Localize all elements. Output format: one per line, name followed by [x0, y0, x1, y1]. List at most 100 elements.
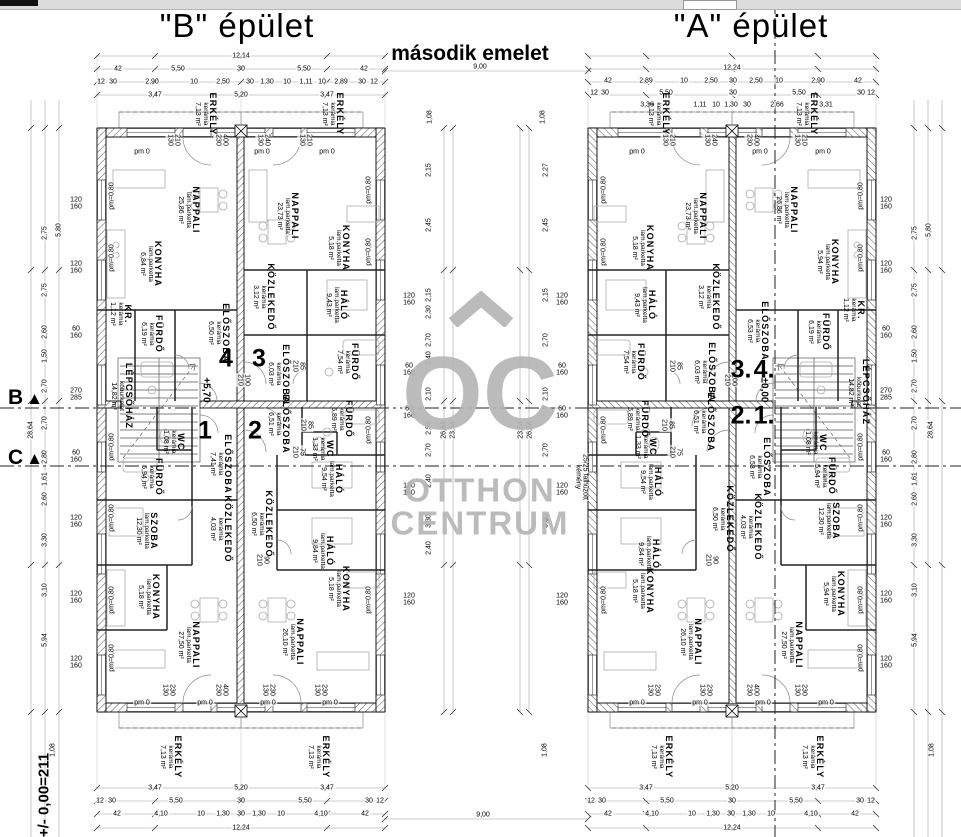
apartment-number-2: 2.	[730, 401, 752, 430]
dimension-label: pm 0	[259, 699, 277, 707]
dimension-label: 30	[855, 797, 865, 805]
dimension-label: 12	[866, 797, 876, 805]
dimension-label: 3,36	[639, 101, 655, 109]
dimension-label: 2,70	[542, 332, 550, 348]
dimension-label: pm=0,80	[108, 243, 116, 273]
dimension-label: 4,10	[153, 810, 169, 818]
dimension-label: 23,54	[449, 420, 457, 440]
dimension-label: 60 160	[555, 362, 569, 378]
dimension-label: 28,64	[927, 420, 935, 440]
dimension-label: pm=0,80	[857, 503, 865, 533]
dimension-label: 2,30	[425, 304, 433, 320]
dimension-label: 12,14	[231, 52, 251, 60]
top-toolbar-box	[683, 0, 737, 10]
dimension-label: 2,70	[542, 442, 550, 458]
dimension-label: 10	[687, 810, 697, 818]
dimension-label: pm 0	[196, 699, 214, 707]
dimension-label: 12	[96, 78, 106, 86]
apartment-number-4: 4	[219, 344, 233, 373]
dimension-label: pm=0,80	[108, 432, 116, 462]
dimension-label: 2,10	[542, 386, 550, 402]
dimension-label: 1,08	[928, 742, 936, 758]
dimension-label: 400 230	[744, 683, 760, 697]
dimension-label: 5,50	[788, 797, 804, 805]
dimension-label: 120 160	[402, 482, 416, 498]
dimension-label: 2,59	[425, 420, 433, 436]
building-a-title: "A" épület	[673, 7, 829, 44]
dimension-label: 42	[112, 810, 122, 818]
dimension-label: pm=0,80	[365, 237, 373, 267]
dimension-label: 120 160	[402, 292, 416, 308]
dimension-label: pm=0,80	[600, 175, 608, 205]
dimension-label: 1,08	[541, 742, 549, 758]
dimension-label: 4,10	[803, 810, 819, 818]
dimension-label: 5,80	[55, 222, 63, 238]
dimension-label: 42	[850, 810, 860, 818]
dimension-label: 2,80	[911, 449, 919, 465]
dimension-label: 5,80	[925, 222, 933, 238]
dimension-label: 3,30	[542, 513, 550, 529]
dimension-label: 3,31	[818, 101, 834, 109]
dimension-label: 2,60	[41, 491, 49, 507]
dimension-label: pm=0,80	[365, 585, 373, 615]
dimension-label: 30	[236, 797, 246, 805]
top-left-black-box	[0, 0, 38, 6]
dimension-label: 85 210	[659, 418, 675, 432]
dimension-label: 26,84	[526, 420, 534, 440]
apartment-number-4: 4.	[753, 355, 775, 384]
dimension-label: pm 0	[253, 148, 271, 156]
dimension-label: 2,40	[425, 540, 433, 556]
section-marker-b: B ▲	[8, 386, 43, 410]
dimension-label: 2,70	[41, 415, 49, 431]
dimension-label: 5,20	[233, 91, 249, 99]
dimension-label: 3,47	[810, 784, 826, 792]
dimension-label: 85 210	[290, 359, 306, 373]
apartment-number-3: 3.	[730, 355, 752, 384]
dimension-label: 5,94	[911, 632, 919, 648]
dimension-label: 230 130	[645, 683, 661, 697]
dimension-label: pm 0	[133, 148, 151, 156]
dimension-label: 120 160	[69, 196, 83, 212]
dimension-label: 2,40	[425, 473, 433, 489]
dimension-label: 12	[589, 89, 599, 97]
dimension-label: 120 160	[69, 514, 83, 530]
dimension-label: 2,15	[425, 162, 433, 178]
apartment-number-1: 1	[198, 416, 212, 445]
dimension-label: 10	[189, 78, 199, 86]
dimension-label: 230 130	[697, 683, 713, 697]
apartment-number-1: 1.	[753, 401, 775, 430]
dimension-label: 12,24	[722, 64, 742, 72]
dimension-label: 30	[742, 101, 752, 109]
section-marker-c-letter: C	[8, 446, 24, 469]
dimension-label: pm 0	[814, 148, 832, 156]
dimension-label: pm 0	[133, 699, 151, 707]
dimension-label: 2,45	[542, 217, 550, 233]
dimension-label: 210 130	[165, 133, 181, 147]
dimension-label: 230 130	[312, 683, 328, 697]
dimension-label: 12	[95, 797, 105, 805]
